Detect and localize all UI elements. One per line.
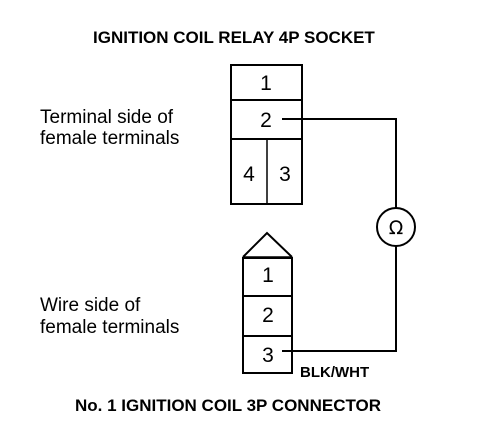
test-lead-upper — [282, 118, 397, 208]
ohmmeter-icon — [376, 207, 416, 247]
coil-connector-side-label-line1: Wire side of — [40, 295, 141, 316]
coil-terminal-3: 3 — [262, 344, 274, 367]
relay-socket-side-label-line2: female terminals — [40, 128, 179, 149]
wire-color-label: BLK/WHT — [300, 364, 369, 381]
test-lead-lower — [282, 246, 397, 352]
coil-connector-outline — [242, 257, 293, 374]
relay-terminal-3: 3 — [279, 163, 291, 186]
relay-terminal-4: 4 — [243, 163, 255, 186]
relay-socket-side-label-line1: Terminal side of — [40, 107, 174, 128]
coil-connector: 1 2 3 — [242, 231, 293, 374]
relay-socket-connector: 1 2 4 3 — [230, 64, 303, 205]
test-wiring: Ω — [282, 118, 416, 352]
coil-terminal-2: 2 — [262, 304, 274, 327]
relay-terminal-1: 1 — [260, 72, 272, 95]
coil-connector-title: No. 1 IGNITION COIL 3P CONNECTOR — [75, 396, 381, 415]
coil-terminal-1: 1 — [262, 264, 274, 287]
connector-lock-tab — [242, 231, 293, 258]
ohm-symbol: Ω — [389, 217, 404, 239]
relay-socket-title: IGNITION COIL RELAY 4P SOCKET — [93, 28, 375, 47]
relay-terminal-2: 2 — [260, 109, 272, 132]
coil-connector-side-label-line2: female terminals — [40, 317, 179, 338]
